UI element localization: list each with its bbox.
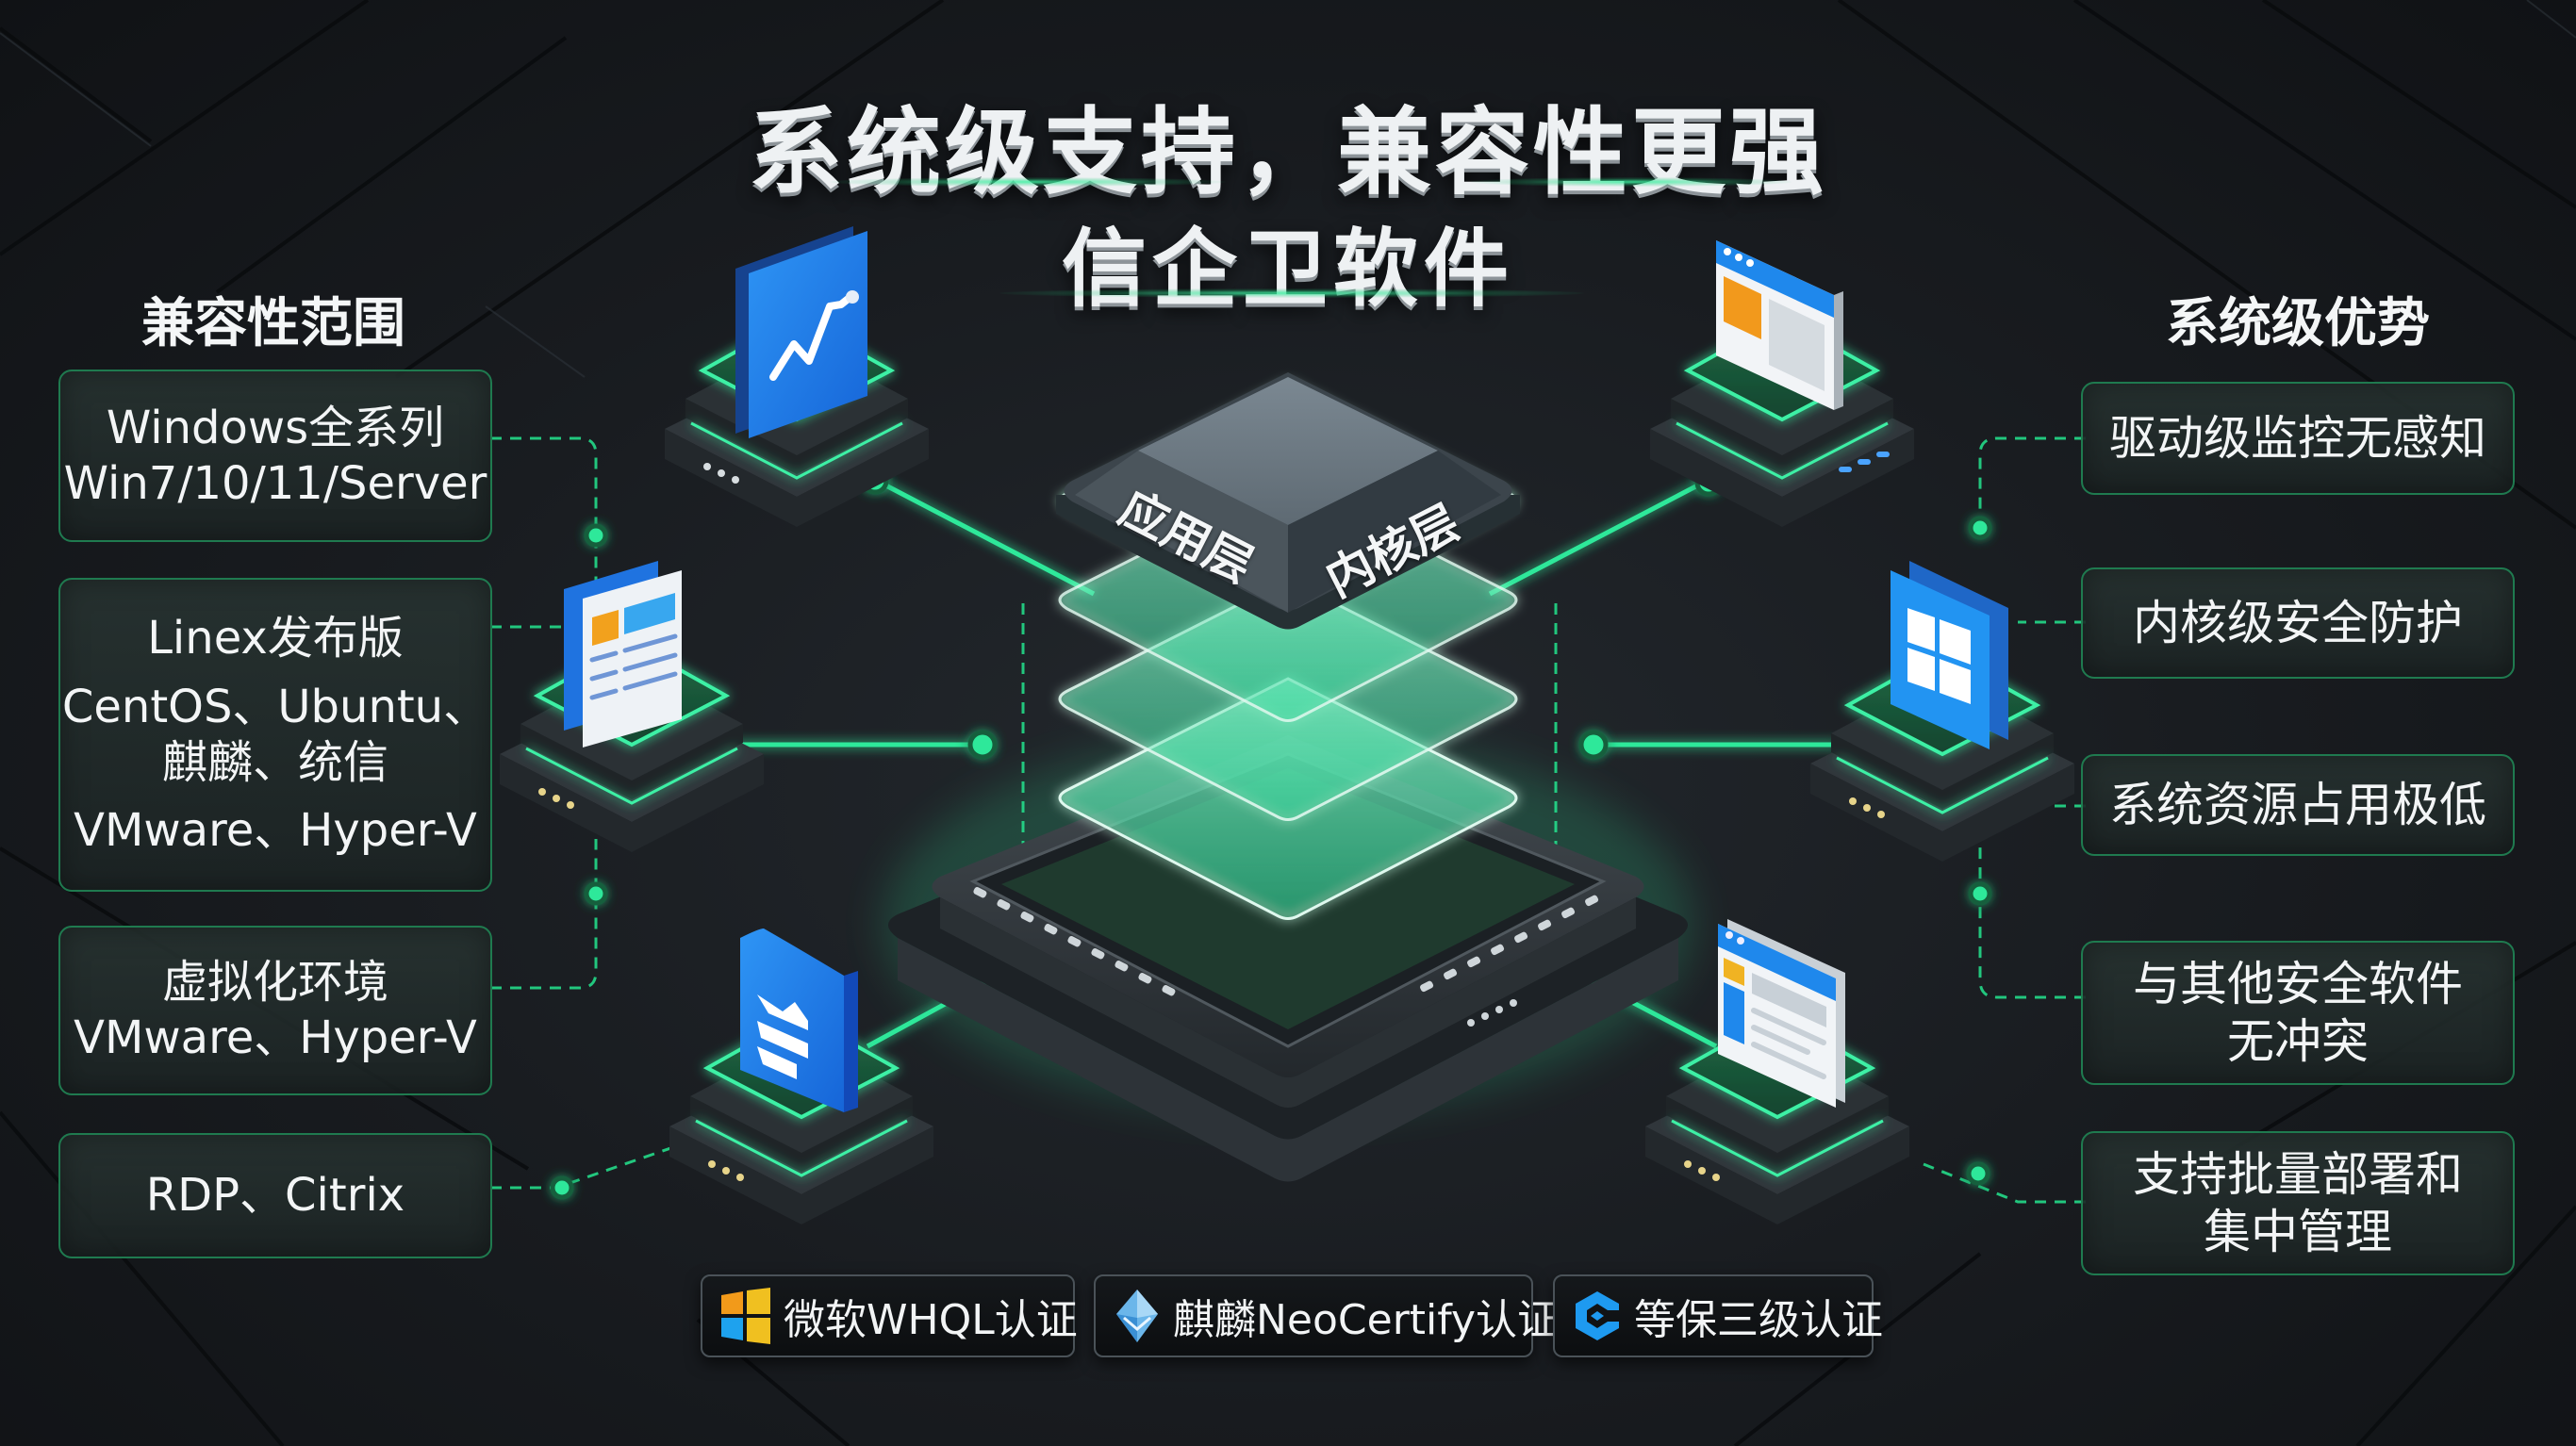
card-line: 系统资源占用极低	[2109, 777, 2486, 832]
card-line: Windows全系列	[106, 401, 445, 454]
advantage-card-kernel: 内核级安全防护	[2081, 567, 2515, 679]
compat-card-remote: RDP、Citrix	[58, 1133, 492, 1258]
cert-badge-mlps3: 等保三级认证	[1553, 1274, 1883, 1357]
page-title: 系统级支持，兼容性更强	[749, 97, 1827, 207]
advantage-card-driver: 驱动级监控无感知	[2081, 382, 2515, 495]
card-line: 集中管理	[2204, 1204, 2392, 1259]
subtitle-glow	[999, 288, 1584, 298]
cert-label: 等保三级认证	[1634, 1296, 1883, 1344]
page-subtitle: 信企卫软件	[1062, 220, 1514, 319]
hexagon-shield-icon	[1576, 1291, 1619, 1340]
compat-card-virtualization: 虚拟化环境 VMware、Hyper-V	[58, 926, 492, 1095]
advantage-card-deployment: 支持批量部署和 集中管理	[2081, 1131, 2515, 1275]
cert-label: 麒麟NeoCertify认证	[1173, 1296, 1560, 1344]
card-line: 虚拟化环境	[161, 956, 388, 1010]
card-line: CentOS、Ubuntu、	[61, 680, 489, 733]
card-line: VMware、Hyper-V	[74, 804, 477, 858]
card-line: 驱动级监控无感知	[2109, 410, 2486, 466]
title-glow-left	[830, 177, 1226, 187]
microsoft-windows-icon	[721, 1288, 770, 1344]
card-line: RDP、Citrix	[145, 1169, 405, 1223]
title-glow-right	[1471, 177, 1792, 187]
card-line: 麒麟、统信	[161, 735, 388, 789]
cert-badge-neocertify: 麒麟NeoCertify认证	[1094, 1274, 1559, 1357]
compat-card-windows: Windows全系列 Win7/10/11/Server	[58, 370, 492, 542]
card-line: 内核级安全防护	[2133, 595, 2463, 650]
advantage-card-no-conflict: 与其他安全软件 无冲突	[2081, 941, 2515, 1085]
advantage-card-resources: 系统资源占用极低	[2081, 754, 2515, 856]
card-line: Win7/10/11/Server	[63, 456, 487, 510]
cert-label: 微软WHQL认证	[784, 1296, 1078, 1344]
kylin-diamond-icon	[1116, 1290, 1158, 1342]
left-panel-heading: 兼容性范围	[141, 293, 405, 354]
card-line: 无冲突	[2227, 1013, 2369, 1069]
card-line: 与其他安全软件	[2133, 956, 2463, 1011]
compat-card-linux: Linex发布版 CentOS、Ubuntu、 麒麟、统信 VMware、Hyp…	[58, 578, 492, 892]
card-line: 支持批量部署和	[2133, 1146, 2463, 1202]
cert-badge-whql: 微软WHQL认证	[701, 1274, 1078, 1357]
card-line: Linex发布版	[147, 612, 404, 665]
right-panel-heading: 系统级优势	[2166, 293, 2430, 354]
card-line: VMware、Hyper-V	[74, 1011, 477, 1064]
